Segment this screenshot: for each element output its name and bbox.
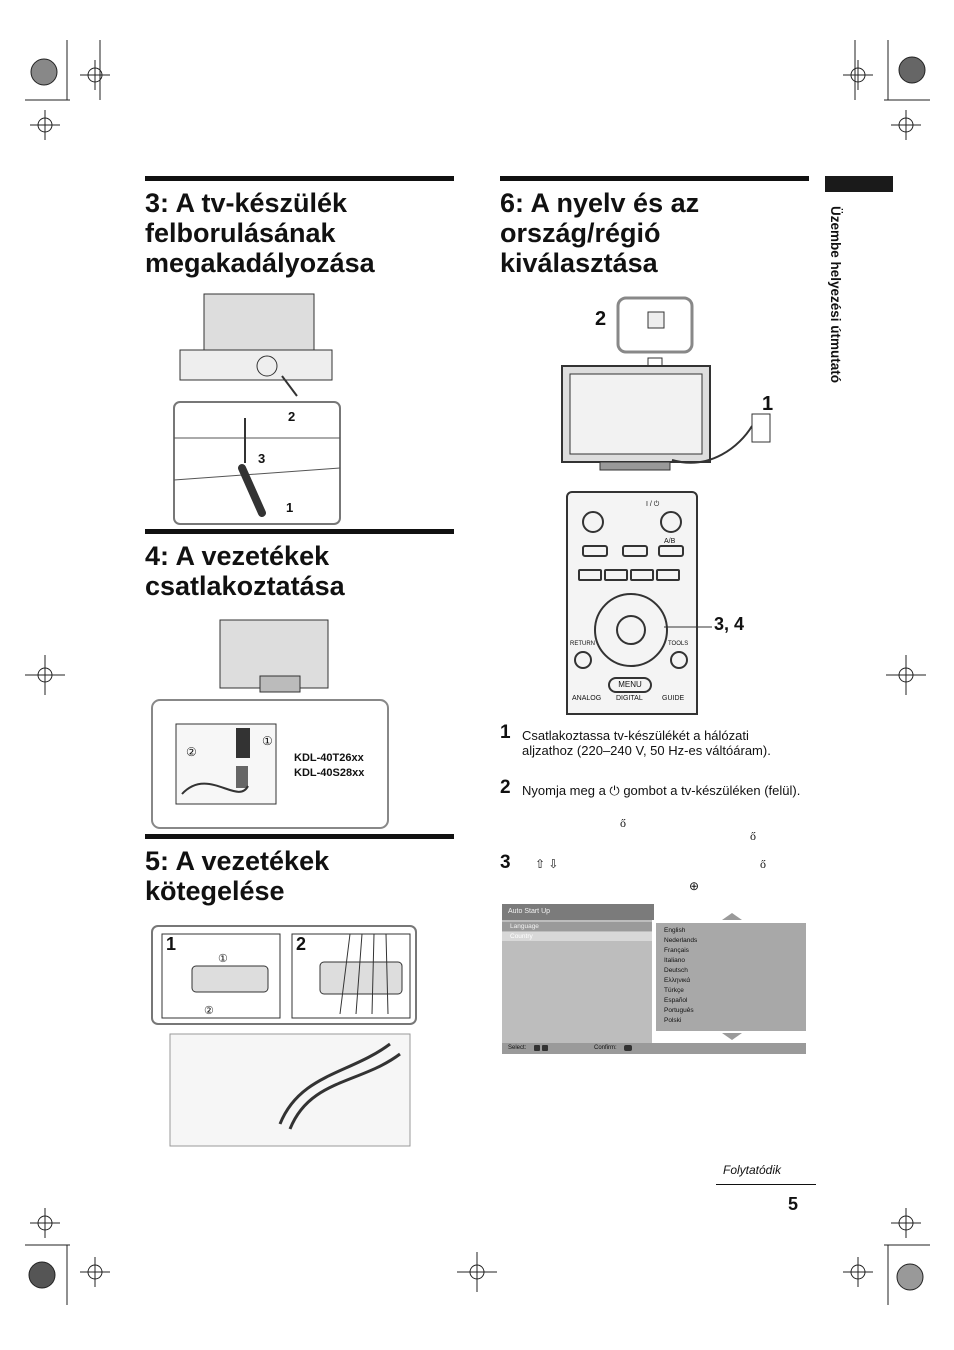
ab-button-label: A/B [664,538,676,545]
auto-start-up-screen: Auto Start Up Language Country English N… [502,904,806,1054]
menu-button[interactable]: MENU [608,677,652,693]
color-button-blue[interactable] [656,569,680,581]
menu-item-country[interactable]: Country [502,932,652,941]
panel-label: 2 [296,934,307,954]
step-text: Csatlakoztassa tv-készülékét a hálózati … [522,728,771,758]
arrow-icons: ⇧ ⇩ [535,857,559,871]
section-rule [145,529,454,534]
section-6-title: 6: A nyelv és az ország/régió kiválasztá… [500,188,700,278]
section-5-title: 5: A vezetékek kötegelése [145,846,330,906]
tv-stand-illustration [173,293,341,525]
language-options-list: English Nederlands Français Italiano Deu… [656,923,806,1031]
callout-label: 2 [595,308,607,330]
return-button-label: RETURN [570,641,595,647]
callout-label: ② [204,1005,214,1017]
menu-left-panel: Language Country [502,920,652,1044]
glyph-fragment: ő [750,829,756,843]
section-3-title: 3: A tv-készülék felborulásának megakadá… [145,188,375,278]
power-button-label: I / ⏻ [646,501,660,508]
cable-connection-illustration [151,619,389,829]
section-rule [145,176,454,181]
analog-button-label: ANALOG [572,695,602,702]
scroll-up-icon[interactable] [722,913,742,921]
callout-label: 1 [762,393,774,415]
color-button-green[interactable] [604,569,628,581]
confirm-icon: ⊕ [689,879,700,893]
chapter-label: Üzembe helyezési útmutató [828,206,843,384]
remote-control: I / ⏻ A/B RETURN TOOLS MENU ANALOG DIGIT… [566,491,698,715]
section-rule [145,834,454,839]
menu-title: Auto Start Up [502,904,654,920]
language-option[interactable]: Français [664,947,689,954]
continued-label: Folytatódik [723,1163,782,1177]
language-option[interactable]: Ελληνικά [664,977,691,984]
section-rule [500,176,809,181]
language-option[interactable]: Italiano [664,957,685,964]
language-option[interactable]: Español [664,997,688,1004]
tools-button[interactable] [670,651,688,669]
remote-button[interactable] [582,511,604,533]
cable-bundling-illustration [151,925,417,1147]
language-option[interactable]: Português [664,1007,694,1014]
language-option[interactable]: English [664,927,686,934]
callout-label: 1 [286,500,294,515]
callout-label: ① [262,734,273,748]
power-button[interactable] [660,511,682,533]
confirm-label: Confirm: [594,1045,617,1051]
glyph-fragment: ő [620,816,626,830]
menu-item-language[interactable]: Language [502,922,652,931]
model-label: KDL-40S28xx [294,767,365,779]
remote-button[interactable] [582,545,608,557]
page-number: 5 [788,1194,799,1214]
step-text: Nyomja meg a ⏻ gombot a tv-készüléken (f… [522,783,801,798]
leader-line [664,626,712,628]
guide-button-label: GUIDE [662,695,685,702]
scroll-down-icon[interactable] [722,1033,742,1041]
model-label: KDL-40T26xx [294,752,364,764]
remote-button[interactable] [622,545,648,557]
language-option[interactable]: Türkçe [664,987,684,994]
color-button-yellow[interactable] [630,569,654,581]
callout-label: 3, 4 [714,614,745,634]
navigation-ring[interactable] [594,593,668,667]
glyph-fragment: ő [760,857,766,871]
callout-label: ① [218,953,228,965]
tv-power-illustration [561,296,771,471]
callout-label: 3 [258,451,266,466]
step-number: 2 [500,777,511,798]
language-option[interactable]: Deutsch [664,967,688,974]
chapter-tab [825,176,893,192]
confirm-button[interactable] [616,615,646,645]
tools-button-label: TOOLS [668,641,689,647]
select-label: Select: [508,1045,527,1051]
step-number: 3 [500,852,511,873]
panel-label: 1 [166,934,177,954]
step-number: 1 [500,722,511,743]
menu-status-bar: Select: Confirm: [502,1043,806,1054]
select-arrows-icon [534,1045,540,1051]
language-option[interactable]: Polski [664,1017,682,1024]
ab-button[interactable] [658,545,684,557]
select-arrows-icon [542,1045,548,1051]
color-button-red[interactable] [578,569,602,581]
return-button[interactable] [574,651,592,669]
confirm-icon [624,1045,632,1051]
callout-label: 2 [288,409,296,424]
language-option[interactable]: Nederlands [664,937,698,944]
footer-divider [716,1184,816,1185]
section-4-title: 4: A vezetékek csatlakoztatása [145,541,345,601]
callout-label: ② [186,745,197,759]
digital-button-label: DIGITAL [616,695,643,702]
